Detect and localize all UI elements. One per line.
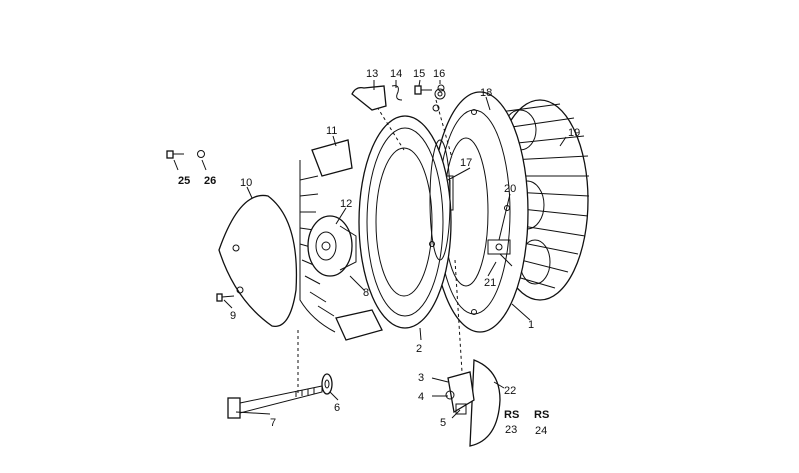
hub <box>307 215 357 277</box>
label-part-5: 5 <box>440 417 446 429</box>
assembly-lines <box>297 99 463 395</box>
label-part-15: 15 <box>413 68 425 80</box>
label-part-22: 22 <box>504 385 516 397</box>
label-part-18: 18 <box>480 87 492 99</box>
label-part-1: 1 <box>528 319 534 331</box>
label-part-13: 13 <box>366 68 378 80</box>
label-part-16: 16 <box>433 68 445 80</box>
flange-ring <box>358 115 452 329</box>
label-part-14: 14 <box>390 68 402 80</box>
label-part-2: 2 <box>416 343 422 355</box>
label-rs-23: RS <box>504 409 519 421</box>
label-part-7: 7 <box>270 417 276 429</box>
label-part-26: 26 <box>204 175 216 187</box>
label-part-3: 3 <box>418 372 424 384</box>
label-part-9: 9 <box>230 310 236 322</box>
label-part-8: 8 <box>363 287 369 299</box>
label-part-6: 6 <box>334 402 340 414</box>
label-part-19: 19 <box>568 127 580 139</box>
label-part-12: 12 <box>340 198 352 210</box>
label-part-23: 23 <box>505 424 517 436</box>
label-part-24: 24 <box>535 425 547 437</box>
small-hardware <box>166 84 445 302</box>
label-part-21: 21 <box>484 277 496 289</box>
label-part-10: 10 <box>240 177 252 189</box>
breaker-plate <box>445 359 501 447</box>
label-rs-24: RS <box>534 409 549 421</box>
label-part-11: 11 <box>326 125 337 137</box>
label-part-20: 20 <box>504 183 516 195</box>
part-labels: 1 2 3 4 5 6 7 8 9 10 11 12 13 14 15 16 1… <box>178 68 580 437</box>
leader-lines <box>173 79 567 419</box>
fan-wheel <box>299 139 383 341</box>
label-part-17: 17 <box>460 157 472 169</box>
end-cover <box>218 194 298 327</box>
label-part-4: 4 <box>418 391 424 403</box>
bolt-and-washer <box>227 373 333 419</box>
label-part-25: 25 <box>178 175 190 187</box>
